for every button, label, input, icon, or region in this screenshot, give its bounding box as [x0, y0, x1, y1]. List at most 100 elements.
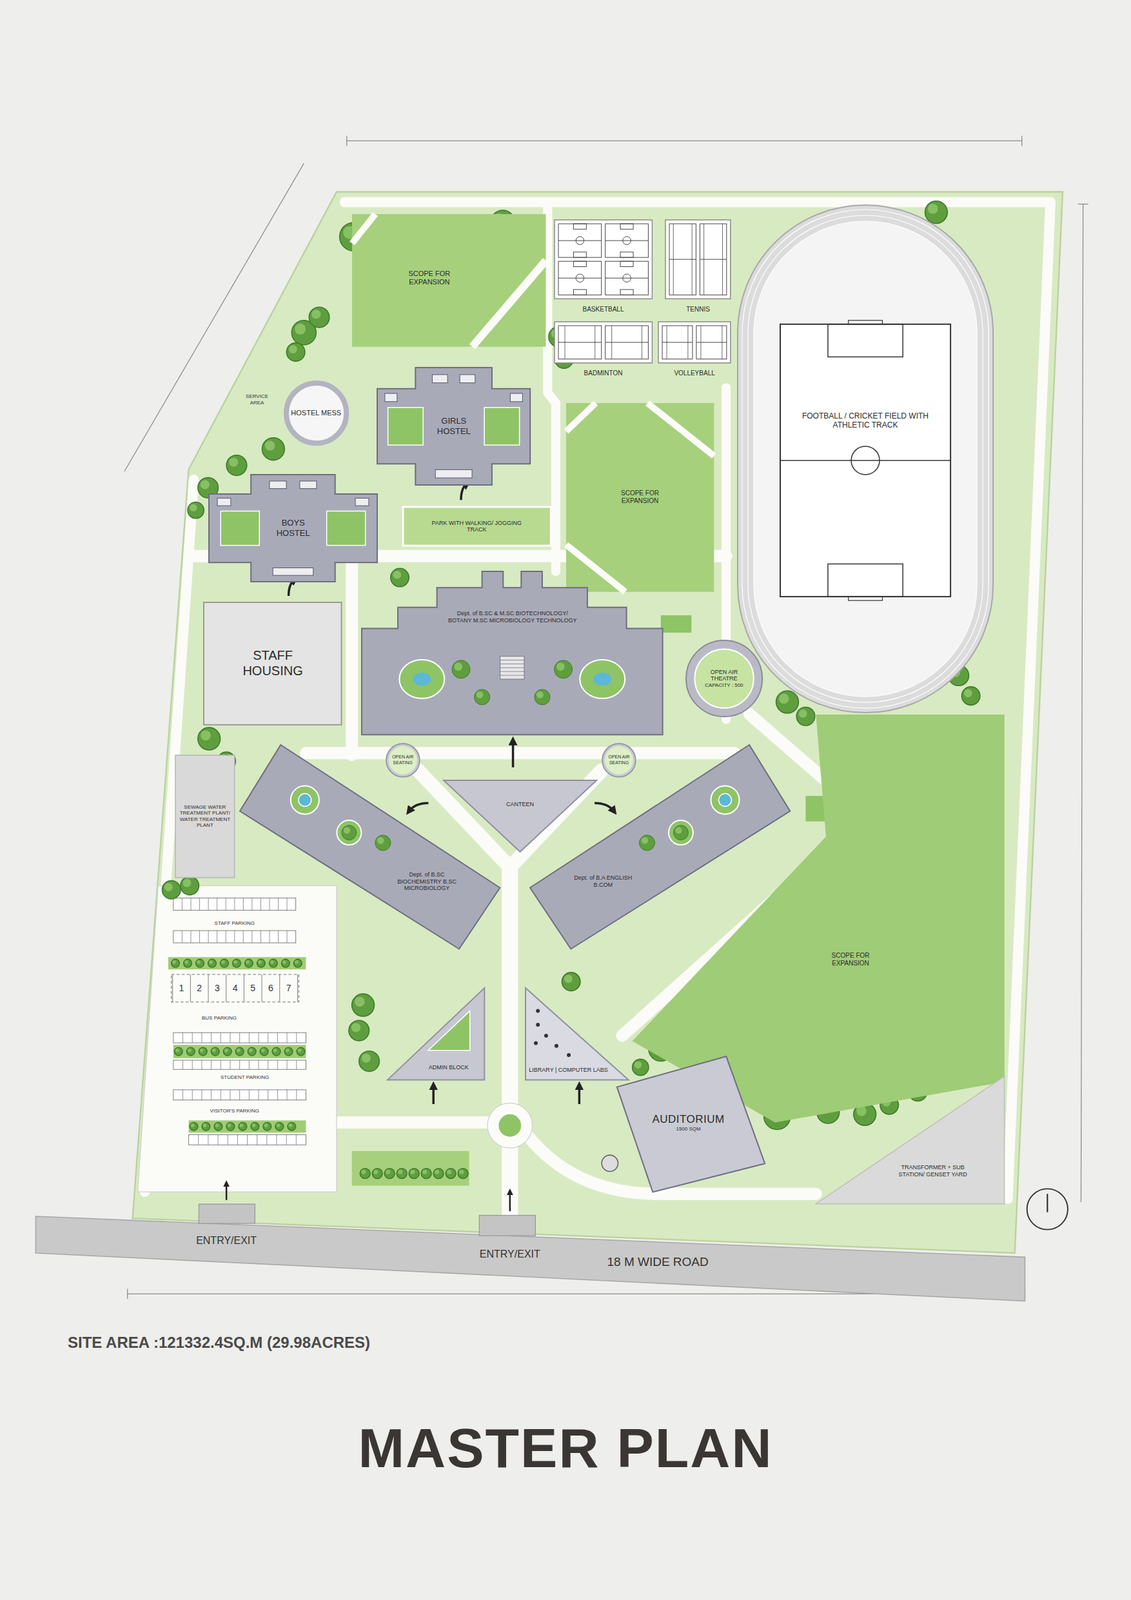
- goal: [848, 597, 883, 601]
- courtyard: [484, 406, 520, 445]
- tree-highlight: [273, 1048, 278, 1053]
- bay-number: 6: [268, 982, 274, 994]
- entry-arrow: [594, 802, 614, 812]
- court-lines: [594, 325, 596, 360]
- courtyard: [711, 785, 740, 814]
- athletic-track: [737, 205, 994, 713]
- zone-label: STAFF HOUSING: [230, 647, 315, 679]
- parking-bay-line: [182, 1060, 184, 1070]
- tree-highlight: [963, 688, 973, 698]
- parking-bay-line: [225, 897, 227, 910]
- parking-bay-line: [260, 930, 262, 943]
- tree: [372, 1168, 383, 1179]
- park: PARK WITH WALKING/ JOGGING TRACK: [403, 506, 551, 546]
- tree-highlight: [261, 1048, 266, 1053]
- parking-bay-line: [234, 897, 235, 910]
- tree: [452, 660, 471, 679]
- tree: [232, 958, 242, 968]
- tree: [408, 1168, 420, 1179]
- zone-label: SEWAGE WATER TREATMENT PLANT/ WATER TREA…: [178, 804, 232, 829]
- track-lane: [742, 209, 989, 709]
- pitch-circle: [851, 446, 880, 475]
- tree: [286, 343, 305, 362]
- entry-arrow: [578, 1085, 581, 1104]
- text-group: ADMIN BLOCK: [419, 1063, 478, 1072]
- sports-court-shape: [664, 219, 732, 316]
- tree-highlight: [422, 1169, 427, 1175]
- tree-highlight: [189, 504, 197, 512]
- parking-bay-line: [207, 1134, 209, 1145]
- plan-label: BUS PARKING: [201, 1014, 237, 1022]
- courtyard: [428, 1010, 471, 1050]
- court-lines: [611, 325, 612, 360]
- zone-label: SCOPE FOR EXPANSION: [604, 489, 676, 505]
- parking-bay-line: [248, 1032, 250, 1043]
- sports-field-shape: [736, 203, 995, 714]
- tree-highlight: [454, 662, 463, 671]
- tree-highlight: [227, 1123, 232, 1128]
- zone-label: TENNIS: [666, 305, 731, 314]
- parking-bay-line: [286, 1060, 288, 1070]
- zone-label: LIBRARY | COMPUTER LABS: [528, 1066, 609, 1074]
- court-surface: [554, 321, 652, 364]
- text-group: BADMINTON: [568, 369, 640, 378]
- plan-label: ENTRY/EXIT: [479, 1247, 541, 1260]
- staircase: [500, 659, 525, 661]
- parking-bay-line: [286, 1089, 288, 1101]
- tree: [272, 1047, 281, 1056]
- track-lane: [753, 221, 977, 697]
- text-group: CANTEEN: [491, 800, 550, 808]
- tree-highlight: [351, 1022, 361, 1032]
- seating-circle: OPEN AIR SEATING: [385, 742, 421, 778]
- tree-highlight: [927, 203, 939, 215]
- bus-bay-line: [225, 974, 227, 1003]
- zone-label: TRANSFORMER + SUB STATION/ GENSET YARD: [891, 1163, 975, 1179]
- parking-bay-line: [267, 1032, 269, 1043]
- housing-block-shape: [203, 602, 342, 725]
- parking-bay-line: [286, 930, 288, 943]
- stair-core: [459, 374, 476, 384]
- tree-highlight: [257, 960, 262, 964]
- pool: [593, 672, 612, 686]
- tree-highlight: [798, 709, 808, 718]
- tree-highlight: [215, 1123, 220, 1128]
- tree-highlight: [675, 827, 683, 834]
- lawn: [352, 1150, 470, 1186]
- stair-core: [435, 469, 473, 478]
- tree: [673, 825, 689, 841]
- text-group: BOYS HOSTEL: [268, 517, 319, 538]
- parking-bay-line: [239, 1060, 240, 1070]
- bay-number: 5: [250, 982, 256, 994]
- hostel-outline: [208, 474, 378, 582]
- parking-bay-line: [256, 1134, 258, 1145]
- parking-bay-line: [237, 1134, 238, 1145]
- workstation: [566, 1052, 571, 1057]
- tree: [632, 1058, 649, 1075]
- parking-bay-line: [199, 930, 200, 943]
- tree-highlight: [187, 1048, 192, 1053]
- court-lines: [620, 252, 634, 258]
- tree: [776, 690, 799, 714]
- courtyard: [290, 785, 319, 814]
- parking-bay-line: [225, 930, 227, 943]
- canteen-block-shape: [443, 780, 597, 852]
- court-lines: [604, 261, 649, 295]
- text-group: OPEN AIR SEATING: [605, 754, 633, 766]
- fountain: [601, 1154, 618, 1171]
- parking-bay-line: [258, 1089, 260, 1101]
- parking-bay-line: [192, 1032, 193, 1043]
- tree-highlight: [354, 996, 365, 1007]
- stair-core: [299, 481, 317, 489]
- text-group: GIRLS HOSTEL: [429, 415, 479, 436]
- courtyard: [580, 659, 626, 699]
- court-lines: [700, 223, 727, 295]
- parking-bay-line: [258, 1060, 260, 1070]
- courtyard: [668, 820, 694, 845]
- parking-bay-line: [276, 1134, 278, 1145]
- parking-bay-line: [192, 1060, 193, 1070]
- parking-bay-line: [181, 930, 183, 943]
- mess-building: HOSTEL MESS: [283, 380, 349, 446]
- tree-highlight: [564, 974, 573, 983]
- parking-bay-line: [260, 897, 262, 910]
- parking-bay-line: [227, 1134, 229, 1145]
